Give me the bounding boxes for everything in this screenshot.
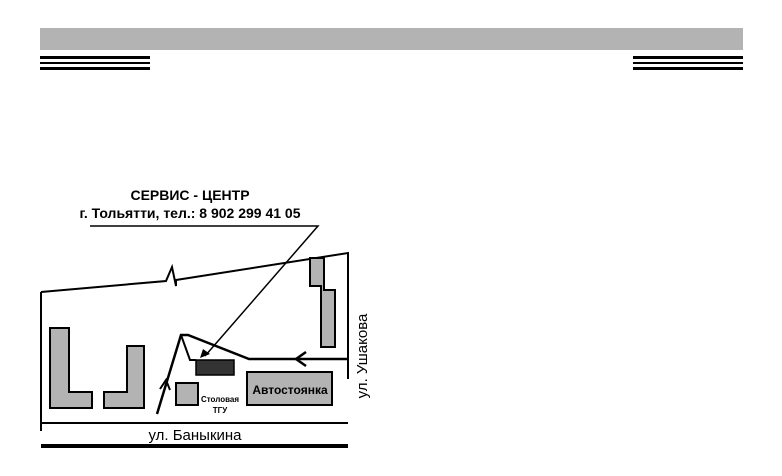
access-road-branch [180, 334, 196, 361]
map-title: СЕРВИС - ЦЕНТР г. Тольятти, тел.: 8 902 … [30, 186, 350, 222]
access-road [155, 333, 348, 415]
parking-area [246, 371, 333, 406]
canteen-label: Столовая [201, 395, 239, 404]
decorative-rule-right [633, 56, 743, 73]
street-label-bottom: ул. Баныкина [148, 427, 242, 444]
service-center-title: СЕРВИС - ЦЕНТР [130, 187, 250, 203]
decorative-rule-left [40, 56, 150, 73]
street-label-right: ул. Ушакова [354, 313, 371, 398]
block-outline [40, 251, 349, 431]
canteen-building [175, 382, 199, 406]
building-left-2 [103, 345, 145, 409]
pointer-line [90, 225, 320, 357]
pointer-arrowhead [200, 349, 210, 358]
header-bar [40, 28, 743, 50]
parking-label: Автостоянка [252, 383, 328, 397]
building-right [309, 257, 336, 348]
building-left-1 [49, 327, 93, 409]
canteen-label-sub: ТГУ [213, 406, 228, 415]
direction-arrow-left [293, 350, 307, 368]
service-center-building [195, 359, 235, 376]
direction-arrow-up [159, 377, 171, 391]
service-center-address: г. Тольятти, тел.: 8 902 299 41 05 [79, 205, 301, 221]
